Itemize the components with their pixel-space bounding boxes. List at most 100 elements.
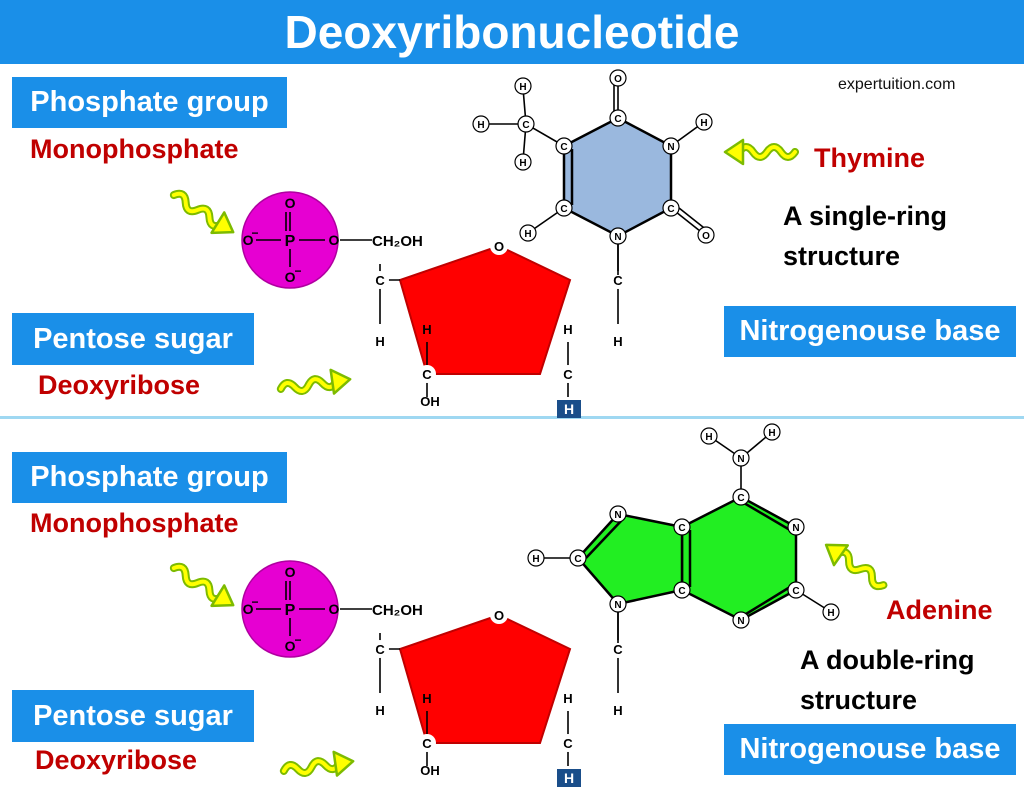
ring-c3: C: [563, 736, 573, 751]
arrow-to-sugar-1: [279, 367, 352, 401]
atom: N: [667, 142, 674, 153]
atom-o-right: O: [329, 601, 340, 617]
atom-o-bottom: O: [285, 638, 296, 654]
adenine-label: Adenine: [886, 595, 993, 625]
arrow-to-adenine: [819, 535, 890, 595]
atom: C: [560, 204, 567, 215]
atom-o-left: O: [243, 232, 254, 248]
atom: N: [614, 600, 621, 611]
monophosphate-label-2: Monophosphate: [30, 508, 239, 538]
h-c3: H: [563, 691, 572, 706]
ring-c4: C: [613, 642, 623, 657]
minus-left: −: [251, 226, 258, 240]
pentose-sugar-box-1: Pentose sugar: [12, 313, 254, 365]
phosphate-group-box-2: Phosphate group: [12, 452, 287, 503]
atom-p: P: [285, 233, 296, 250]
h-c3-box: H: [564, 401, 574, 417]
atom: H: [827, 608, 834, 619]
ch2oh-label-1: CH₂OH: [372, 233, 423, 250]
base-desc-line1: A double-ring: [800, 645, 975, 675]
deoxyribose-label-2: Deoxyribose: [35, 745, 198, 775]
base-desc-line1: A single-ring: [783, 201, 948, 231]
atom: H: [532, 554, 539, 565]
adenine-molecule: [536, 431, 832, 643]
minus-left: −: [251, 595, 258, 609]
deoxyribose-label-1: Deoxyribose: [38, 370, 201, 400]
atom: C: [792, 586, 799, 597]
atom: C: [667, 204, 674, 215]
h-c1: H: [375, 334, 384, 349]
atom: N: [792, 523, 799, 534]
single-ring-label: A single-ring structure: [783, 196, 947, 276]
base-desc-line2: structure: [783, 241, 901, 271]
phosphate-molecule-2: O O − P O O −: [241, 560, 373, 658]
atom-o-top: O: [285, 564, 296, 580]
atom: H: [519, 82, 526, 93]
ring-c4: C: [613, 273, 623, 288]
base-desc-line2: structure: [800, 685, 918, 715]
ring-c1: C: [375, 273, 385, 288]
atom: C: [574, 554, 581, 565]
ring-c2: C: [422, 736, 432, 751]
atom: O: [614, 74, 622, 85]
h-c2: H: [422, 322, 431, 337]
atom: H: [477, 120, 484, 131]
arrow-to-thymine: [725, 140, 795, 164]
atom: H: [519, 158, 526, 169]
h-c4: H: [613, 703, 622, 718]
ring-c3: C: [563, 367, 573, 382]
title-banner: [0, 0, 1024, 64]
ring-o: O: [494, 239, 504, 254]
arrow-to-phosphate-1: [167, 185, 239, 242]
ring-c1: C: [375, 642, 385, 657]
atom: H: [524, 229, 531, 240]
atom: N: [737, 616, 744, 627]
phosphate-molecule-1: O O − P O O −: [241, 191, 373, 289]
ring-c2: C: [422, 367, 432, 382]
ring-o: O: [494, 608, 504, 623]
atom-o-top: O: [285, 195, 296, 211]
phosphate-group-box-1: Phosphate group: [12, 77, 287, 128]
adenine-atom-labels: C N C N C C N C N N H H H H: [532, 428, 834, 627]
atom: C: [678, 523, 685, 534]
atom: N: [614, 510, 621, 521]
h-c1: H: [375, 703, 384, 718]
minus-bottom: −: [294, 633, 301, 647]
oh-c2: OH: [420, 763, 440, 778]
atom: H: [700, 118, 707, 129]
nitrogenous-base-box-2: Nitrogenouse base: [724, 724, 1016, 775]
arrow-to-phosphate-2: [167, 558, 239, 615]
atom: H: [705, 432, 712, 443]
atom-o-left: O: [243, 601, 254, 617]
minus-bottom: −: [294, 264, 301, 278]
atom: C: [614, 114, 621, 125]
thymine-atom-labels: O C N C N C C H O H C H H H: [477, 74, 710, 243]
h-c3: H: [563, 322, 572, 337]
atom-o-bottom: O: [285, 269, 296, 285]
oh-c2: OH: [420, 394, 440, 409]
thymine-label: Thymine: [814, 143, 926, 173]
atom-o-right: O: [329, 232, 340, 248]
thymine-atoms: [472, 69, 715, 245]
sugar-ring-1: O C C C C H H H H OH H: [370, 236, 628, 419]
atom: N: [614, 232, 621, 243]
thymine-molecule: [481, 78, 709, 275]
atom: N: [737, 454, 744, 465]
atom: C: [678, 586, 685, 597]
atom-p: P: [285, 602, 296, 619]
pentose-sugar-box-2: Pentose sugar: [12, 690, 254, 742]
atom: H: [768, 428, 775, 439]
monophosphate-label-1: Monophosphate: [30, 134, 239, 164]
h-c3-box: H: [564, 770, 574, 786]
site-credit: expertuition.com: [838, 76, 956, 93]
sugar-ring-2: O C C C C H H H H OH H: [370, 605, 628, 788]
arrow-to-sugar-2: [282, 749, 355, 783]
atom: C: [560, 142, 567, 153]
section-divider: [0, 416, 1024, 419]
atom: C: [522, 120, 529, 131]
h-c2: H: [422, 691, 431, 706]
h-c4: H: [613, 334, 622, 349]
adenine-atoms: [527, 423, 840, 629]
